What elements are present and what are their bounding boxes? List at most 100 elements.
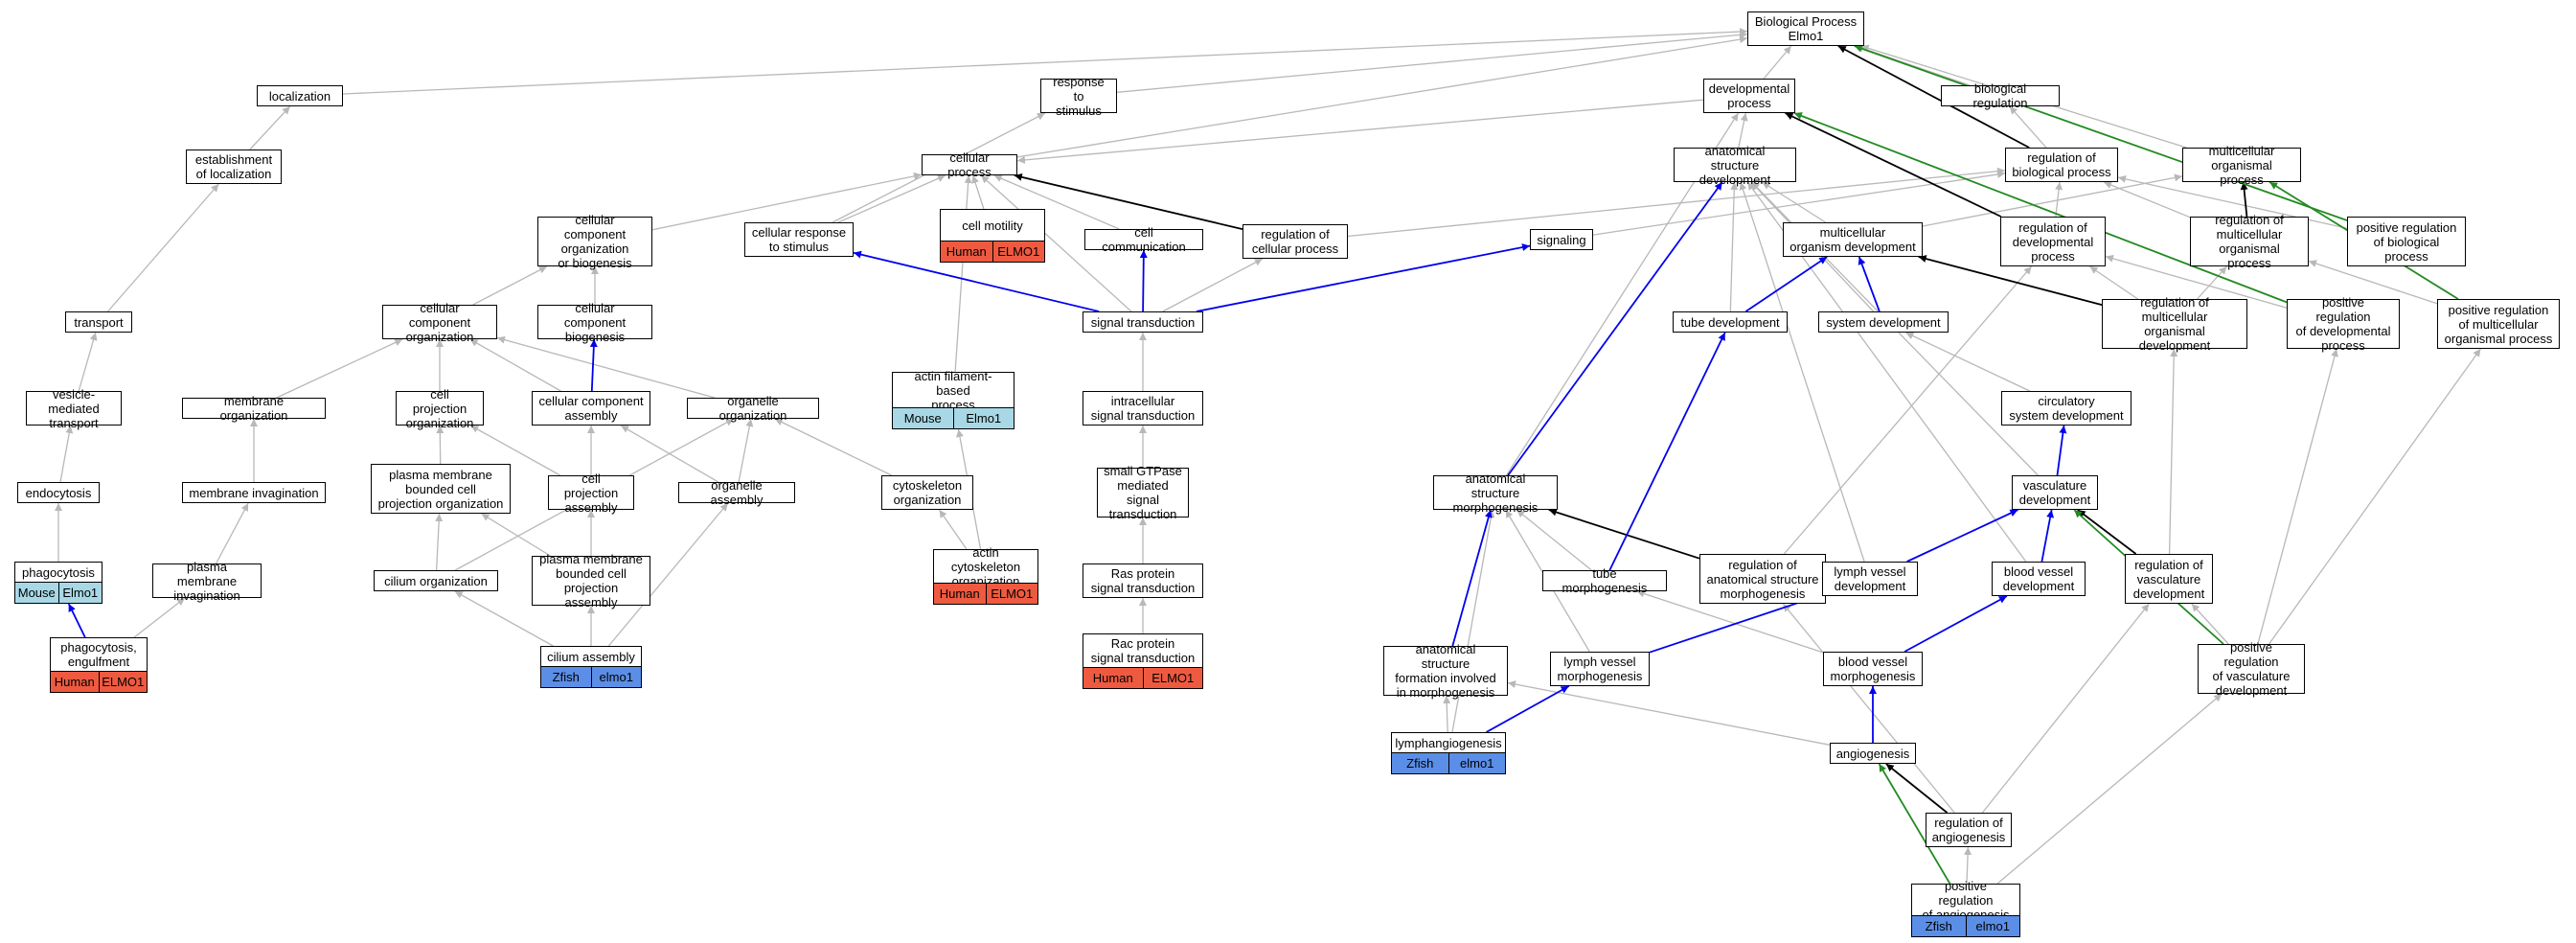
go-term-positive-regulation-vasculature-development[interactable]: positive regulation of vasculature devel…: [2198, 640, 2305, 698]
go-term-regulation-developmental-process[interactable]: regulation of developmental process: [2000, 217, 2106, 266]
go-term-label: biological regulation: [1972, 81, 2028, 110]
go-term-anatomical-structure-morphogenesis[interactable]: anatomical structure morphogenesis: [1433, 471, 1558, 515]
go-term-vesicle-mediated-transport[interactable]: vesicle-mediated transport: [26, 387, 122, 430]
go-term-cell-projection-organization[interactable]: cell projection organization: [396, 387, 484, 430]
gray-edge-positive-regulation-vasculature-development-to-regulation-vasculature-development: [2191, 603, 2229, 645]
gene-badge: elmo1: [1965, 916, 2019, 936]
go-term-label: endocytosis: [25, 485, 92, 500]
go-term-biological-regulation[interactable]: biological regulation: [1941, 81, 2060, 110]
gray-edge-signal-transduction-to-regulation-cellular-process: [1162, 258, 1264, 312]
go-term-endocytosis[interactable]: endocytosis: [17, 482, 100, 503]
go-term-circulatory-system-development[interactable]: circulatory system development: [2001, 391, 2131, 426]
go-term-signaling[interactable]: signaling: [1530, 229, 1593, 250]
go-term-organelle-assembly[interactable]: organelle assembly: [678, 478, 795, 507]
go-term-system-development[interactable]: system development: [1818, 311, 1949, 333]
go-term-asfim[interactable]: anatomical structure formation involved …: [1383, 642, 1508, 700]
go-term-cell-projection-assembly[interactable]: cell projection assembly: [548, 472, 634, 515]
go-term-response-stimulus[interactable]: response to stimulus: [1040, 75, 1117, 118]
go-term-developmental-process[interactable]: developmental process: [1703, 79, 1795, 113]
blue-edge-cellular-component-assembly-to-cellular-component-biogenesis: [589, 338, 598, 392]
go-term-cellular-response[interactable]: cellular response to stimulus: [744, 222, 854, 257]
go-term-signal-transduction[interactable]: signal transduction: [1083, 311, 1203, 333]
go-term-ras-protein[interactable]: Ras protein signal transduction: [1083, 564, 1203, 598]
go-term-regulation-multicellular-organismal-development[interactable]: regulation of multicellular organismal d…: [2102, 295, 2247, 353]
go-term-localization[interactable]: localization: [257, 85, 343, 106]
gray-edge-regulation-developmental-process-to-regulation-biological-process: [2055, 181, 2063, 218]
gray-edge-regulation-multicellular-organismal-development-to-regulation-developmental-process: [2089, 265, 2138, 300]
go-term-positive-regulation-biological-process[interactable]: positive regulation of biological proces…: [2347, 217, 2466, 266]
go-term-cell-communication[interactable]: cell communication: [1084, 225, 1203, 254]
go-term-cellular-component-biogenesis[interactable]: cellular component biogenesis: [537, 300, 652, 344]
go-term-regulation-cellular-process[interactable]: regulation of cellular process: [1242, 224, 1348, 259]
go-term-organelle-organization[interactable]: organelle organization: [687, 394, 819, 423]
go-term-plasma-membrane-invagination[interactable]: plasma membrane invagination: [152, 560, 262, 603]
go-term-multicellular-organism-development[interactable]: multicellular organism development: [1783, 222, 1923, 257]
go-term-regulation-angiogenesis[interactable]: regulation of angiogenesis: [1926, 813, 2012, 847]
go-term-cytoskeleton-organization[interactable]: cytoskeleton organization: [881, 475, 973, 510]
gray-edge-positive-regulation-vasculature-development-to-positive-regulation-developmental-process: [2257, 348, 2338, 645]
go-term-small-gtpase[interactable]: small GTPase mediated signal transductio…: [1097, 464, 1189, 521]
go-term-pmbcpa[interactable]: plasma membrane bounded cell projection …: [532, 552, 650, 610]
go-term-cilium-organization[interactable]: cilium organization: [374, 570, 498, 591]
gray-edge-regulation-angiogenesis-to-regulation-vasculature-development: [1981, 603, 2150, 814]
gene-badge: elmo1: [1448, 753, 1505, 773]
go-term-label: anatomical structure formation involved …: [1395, 642, 1496, 700]
go-term-transport[interactable]: transport: [65, 311, 132, 333]
go-term-blood-vessel-development[interactable]: blood vessel development: [1992, 562, 2086, 596]
go-term-cellular-component-organization[interactable]: cellular component organization: [382, 301, 497, 344]
go-term-membrane-invagination[interactable]: membrane invagination: [182, 482, 326, 503]
go-term-ccob[interactable]: cellular component organization or bioge…: [537, 213, 652, 270]
go-term-vasculature-development[interactable]: vasculature development: [2012, 475, 2098, 510]
green-edge-positive-regulation-developmental-process-to-developmental-process: [1793, 112, 2288, 304]
go-term-regulation-asm[interactable]: regulation of anatomical structure morph…: [1699, 554, 1826, 604]
go-term-bp[interactable]: Biological Process Elmo1: [1747, 12, 1864, 46]
go-term-pmbcpo[interactable]: plasma membrane bounded cell projection …: [371, 464, 511, 514]
go-term-label: anatomical structure development: [1698, 143, 1771, 187]
go-term-cellular-process[interactable]: cellular process: [922, 150, 1017, 179]
go-term-blood-vessel-morphogenesis[interactable]: blood vessel morphogenesis: [1823, 652, 1923, 686]
go-term-cellular-component-assembly[interactable]: cellular component assembly: [532, 391, 650, 426]
gray-edge-multicellular-organism-development-to-multicellular-organismal-process: [1922, 173, 2183, 227]
gray-edge-circulatory-system-development-to-system-development: [1905, 332, 2031, 392]
go-term-lymph-vessel-morphogenesis[interactable]: lymph vessel morphogenesis: [1550, 652, 1650, 686]
go-term-intracellular-signal-transduction[interactable]: intracellular signal transduction: [1083, 391, 1203, 426]
gray-edge-phagocytosis-engulfment-to-plasma-membrane-invagination: [133, 597, 186, 638]
go-term-regulation-biological-process[interactable]: regulation of biological process: [2005, 148, 2118, 182]
go-term-angiogenesis[interactable]: angiogenesis: [1830, 743, 1916, 764]
go-term-label: anatomical structure morphogenesis: [1452, 471, 1539, 515]
go-term-regulation-vasculature-development[interactable]: regulation of vasculature development: [2125, 554, 2213, 604]
gray-edge-signaling-to-regulation-biological-process: [1592, 171, 2006, 236]
gray-edge-regulation-multicellular-organismal-development-to-regulation-multicellular-organismal-process: [2197, 265, 2227, 300]
go-term-regulation-multicellular-organismal-process[interactable]: regulation of multicellular organismal p…: [2190, 213, 2309, 270]
go-term-label: phagocytosis, engulfment: [60, 640, 137, 669]
gray-edge-vesicle-mediated-transport-to-transport: [78, 332, 98, 392]
go-term-multicellular-organismal-process[interactable]: multicellular organismal process: [2182, 144, 2301, 187]
go-term-anatomical-structure-development[interactable]: anatomical structure development: [1674, 143, 1796, 187]
go-term-label: cellular component biogenesis: [563, 300, 627, 344]
go-term-label: cellular component assembly: [538, 394, 644, 423]
black-edge-regulation-angiogenesis-to-angiogenesis: [1885, 763, 1949, 814]
go-term-positive-regulation-developmental-process[interactable]: positive regulation of developmental pro…: [2287, 295, 2400, 353]
go-term-membrane-organization[interactable]: membrane organization: [182, 394, 326, 423]
gene-badge: Elmo1: [57, 583, 102, 603]
go-term-tube-development[interactable]: tube development: [1673, 311, 1788, 333]
go-term-positive-regulation-multicellular-organismal-process[interactable]: positive regulation of multicellular org…: [2437, 299, 2560, 349]
gray-edge-regulation-biological-process-to-biological-regulation: [2009, 105, 2047, 149]
go-term-tube-morphogenesis[interactable]: tube morphogenesis: [1542, 566, 1667, 595]
species-badge: Zfish: [541, 667, 591, 687]
gray-edge-tube-development-to-anatomical-structure-development: [1729, 181, 1739, 312]
go-term-lymph-vessel-development[interactable]: lymph vessel development: [1822, 562, 1918, 596]
go-term-establishment-localization[interactable]: establishment of localization: [186, 150, 282, 184]
